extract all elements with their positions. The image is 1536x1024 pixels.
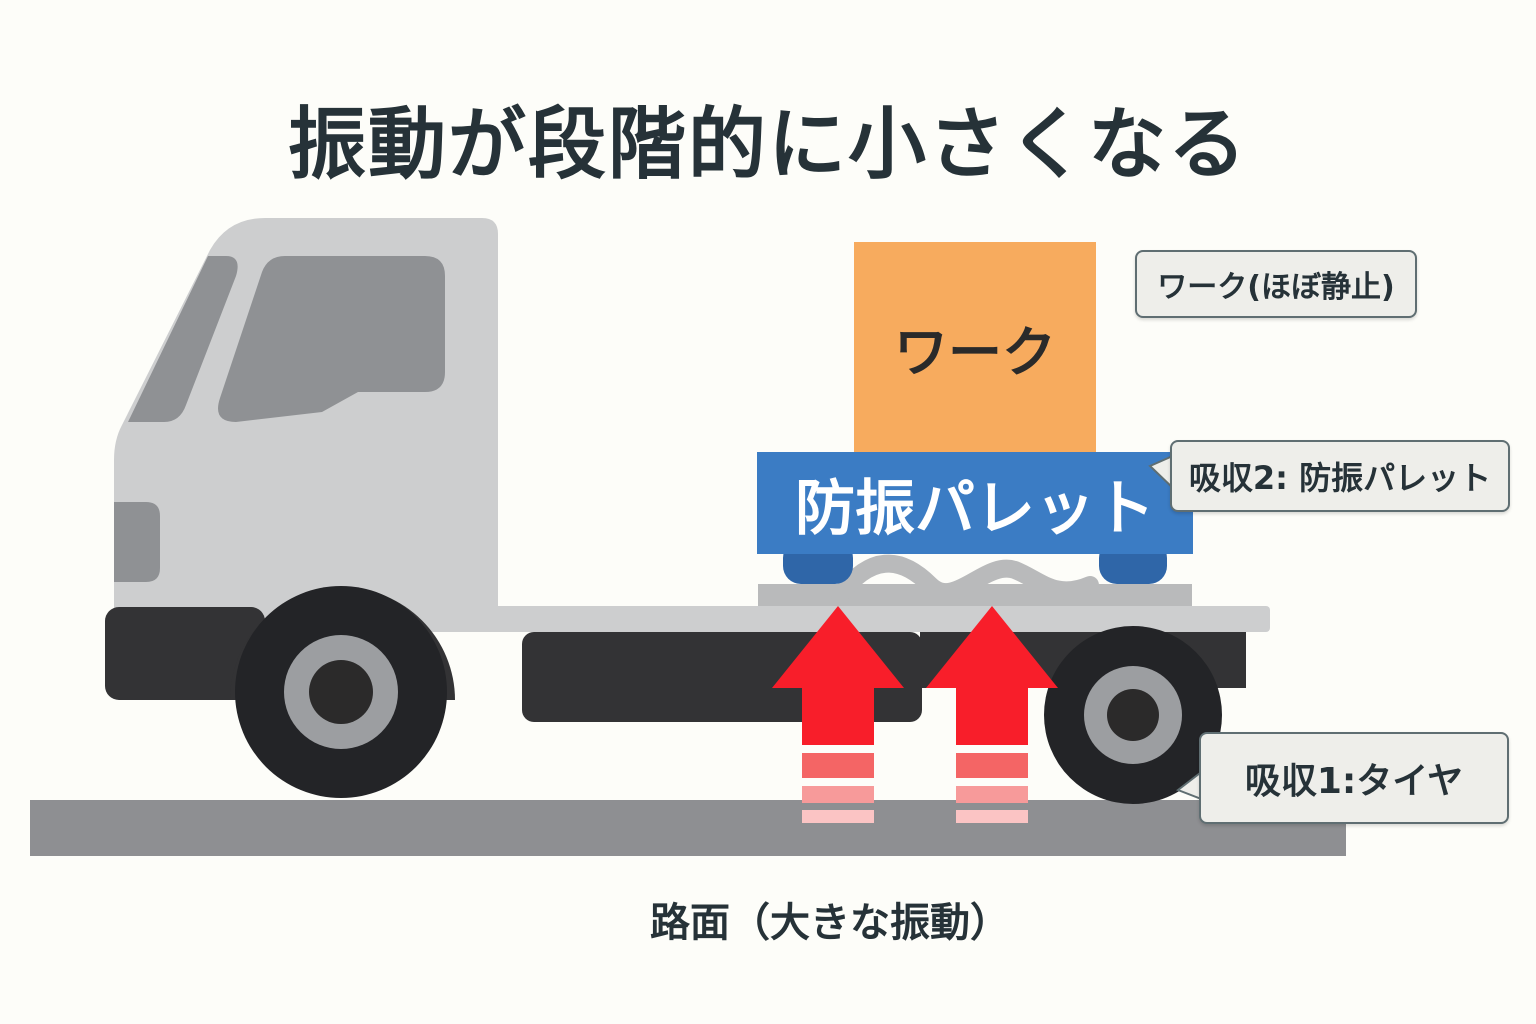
callout-tire: 吸収1:タイヤ [1199, 732, 1509, 824]
wave-spring-icon [831, 554, 1099, 604]
pallet-body [757, 452, 1193, 554]
road-label: 路面（大きな振動） [650, 900, 1010, 946]
work-box-label: ワーク [894, 320, 1056, 384]
up-arrow-icon [926, 606, 1058, 823]
pallet-label: 防振パレット [795, 473, 1155, 544]
up-arrow-icon [772, 606, 904, 823]
callout-pallet: 吸収2: 防振パレット [1170, 440, 1510, 512]
road-surface [30, 800, 1346, 856]
page-title: 振動が段階的に小さくなる [287, 100, 1248, 190]
callout-work: ワーク(ほぼ静止) [1135, 250, 1417, 318]
work-box [854, 242, 1096, 454]
